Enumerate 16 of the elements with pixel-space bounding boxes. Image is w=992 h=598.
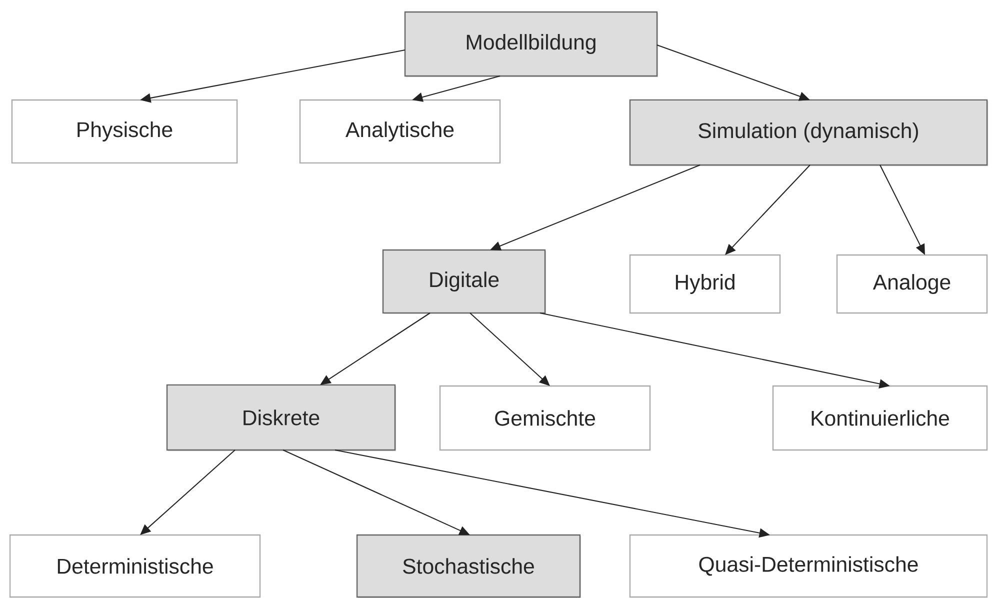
arrow — [140, 450, 236, 535]
category-box: Deterministische — [9, 534, 261, 598]
highlighted-box: Digitale — [382, 249, 546, 314]
arrow — [470, 312, 550, 386]
category-box: Kontinuierliche — [772, 385, 988, 451]
highlighted-box: Simulation (dynamisch) — [629, 99, 988, 166]
arrow — [725, 164, 810, 255]
category-box: Hybrid — [629, 254, 781, 314]
category-box: Analytische — [299, 99, 501, 164]
highlighted-box: Diskrete — [166, 384, 396, 452]
highlighted-box: Stochastische — [356, 534, 582, 598]
category-box: Physische — [11, 99, 238, 164]
category-box: Gemischte — [439, 385, 651, 451]
category-box: Quasi-Deterministische — [629, 534, 988, 598]
highlighted-box: Modellbildung — [404, 11, 658, 78]
category-box: Analoge — [836, 254, 988, 314]
